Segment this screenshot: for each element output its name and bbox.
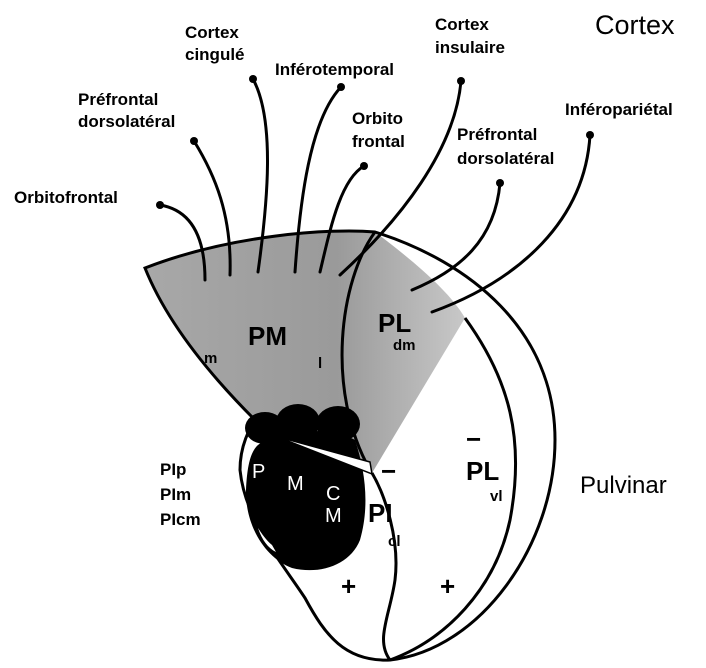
label-inferotemporal: Inférotemporal [275, 60, 394, 79]
label-prefrontal-right-2: dorsolatéral [457, 149, 554, 168]
minus-pl: − [466, 424, 481, 454]
label-pm-m: m [204, 350, 217, 367]
label-pim: PIm [160, 485, 191, 504]
label-cortex-cingule-1: Cortex [185, 23, 239, 42]
minus-pi: − [381, 456, 396, 486]
label-inferoparietal: Inféropariétal [565, 100, 673, 119]
label-orbito-frontal-2: frontal [352, 132, 405, 151]
label-pi-cl-sub: cl [388, 533, 401, 550]
label-orbito-frontal-1: Orbito [352, 109, 403, 128]
label-pl-dm-sub: dm [393, 337, 416, 354]
heading-cortex: Cortex [595, 10, 675, 40]
plus-right: + [440, 571, 455, 601]
label-cortex-insulaire-1: Cortex [435, 15, 489, 34]
plus-left: + [341, 571, 356, 601]
label-dark-m: M [287, 473, 304, 495]
label-orbitofrontal: Orbitofrontal [14, 188, 118, 207]
heading-pulvinar: Pulvinar [580, 472, 667, 499]
label-prefrontal-right-1: Préfrontal [457, 125, 537, 144]
label-pl-dm: PL [378, 308, 411, 338]
label-prefrontal-left-1: Préfrontal [78, 90, 158, 109]
label-dark-p: P [252, 461, 265, 483]
label-dark-m2: M [325, 505, 342, 527]
label-cortex-insulaire-2: insulaire [435, 38, 505, 57]
label-cortex-cingule-2: cingulé [185, 45, 245, 64]
dark-nucleus [246, 431, 365, 570]
label-picm: PIcm [160, 510, 201, 529]
label-pm: PM [248, 321, 287, 351]
label-dark-c: C [326, 483, 340, 505]
label-pm-l: l [318, 355, 322, 372]
cortical-labels: Cortex cingulé Inférotemporal Cortex ins… [14, 15, 673, 207]
label-pl-vl-sub: vl [490, 488, 503, 505]
label-prefrontal-left-2: dorsolatéral [78, 112, 175, 131]
label-pi: PI [368, 498, 393, 528]
label-pl-vl: PL [466, 456, 499, 486]
label-pip: PIp [160, 460, 186, 479]
